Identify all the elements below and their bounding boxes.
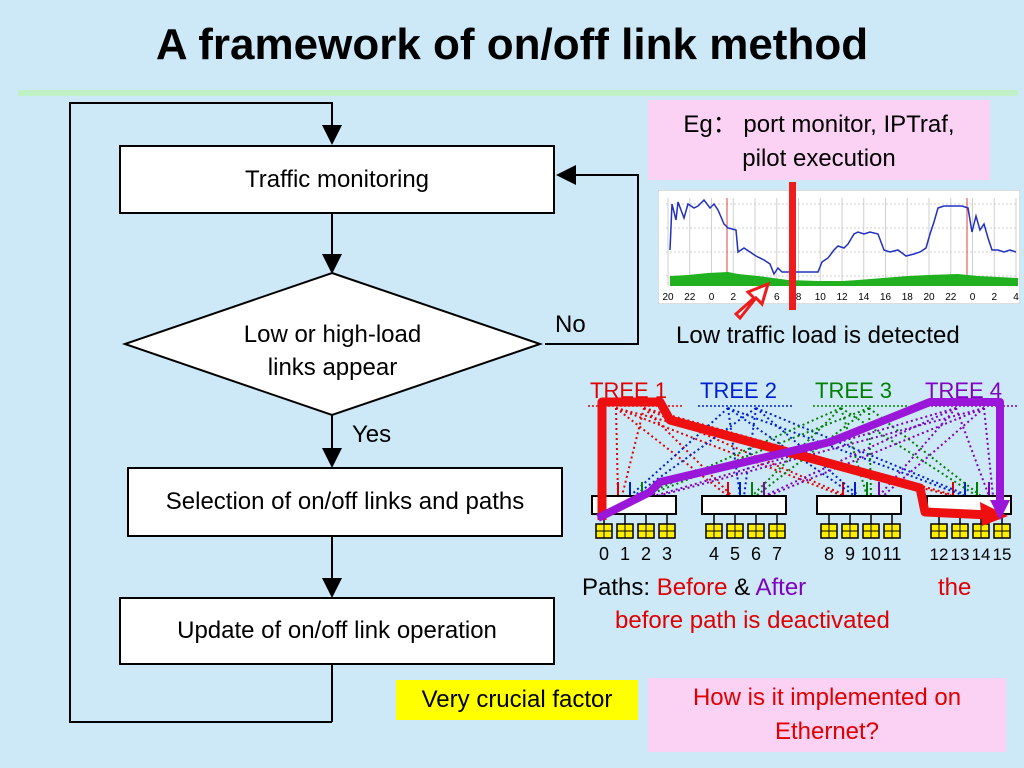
decision-label: Low or high-load links appear xyxy=(243,321,422,381)
before-path-arrowhead xyxy=(980,502,1008,526)
graph-tick-label: 16 xyxy=(880,292,892,303)
tree-label: TREE 3 xyxy=(815,378,892,403)
port-number-label: 3 xyxy=(662,544,672,564)
before-path xyxy=(597,397,991,520)
traffic-area xyxy=(670,272,1018,286)
deactivated-label: before path is deactivated xyxy=(615,607,890,634)
graph-tick-label: 2 xyxy=(991,292,997,303)
traffic-monitoring-box: Traffic monitoring xyxy=(119,145,555,214)
detection-marker xyxy=(733,182,796,320)
graph-tick-label: 22 xyxy=(684,292,696,303)
update-box: Update of on/off link operation xyxy=(119,597,555,665)
port-number-label: 14 xyxy=(972,545,991,564)
graph-tick-label: 20 xyxy=(923,292,935,303)
port-number-label: 7 xyxy=(772,544,782,564)
edge-switch xyxy=(816,495,902,515)
page-title: A framework of on/off link method xyxy=(155,20,869,69)
port-number-label: 10 xyxy=(861,544,881,564)
ethernet-question-callout: How is it implemented on Ethernet? xyxy=(648,678,1006,752)
graph-tick-label: 4 xyxy=(1013,292,1019,303)
title-divider xyxy=(18,90,1018,96)
graph-tick-label: 6 xyxy=(774,292,780,303)
after-path-arrowhead xyxy=(990,500,1010,520)
graph-tick-label: 18 xyxy=(902,292,914,303)
port-number-label: 13 xyxy=(951,545,970,564)
graph-tick-label: 20 xyxy=(662,292,674,303)
crucial-factor-badge: Very crucial factor xyxy=(396,680,638,720)
port-number-label: 0 xyxy=(599,544,609,564)
port-number-label: 4 xyxy=(709,544,719,564)
port-number-label: 2 xyxy=(641,544,651,564)
traffic-graph: 20220246810121416182022024 xyxy=(658,190,1020,304)
tree-label: TREE 2 xyxy=(700,378,777,403)
port-number-label: 6 xyxy=(751,544,761,564)
port-number-label: 5 xyxy=(730,544,740,564)
the-label: the xyxy=(938,574,972,601)
no-branch-line xyxy=(545,165,639,345)
port-number-label: 9 xyxy=(845,544,855,564)
graph-tick-label: 14 xyxy=(858,292,870,303)
port-number-label: 11 xyxy=(883,544,902,564)
graph-tick-label: 10 xyxy=(815,292,827,303)
port-number-label: 1 xyxy=(620,544,630,564)
traffic-line xyxy=(669,198,1017,276)
example-tools-callout: Eg： port monitor, IPTraf, pilot executio… xyxy=(648,100,990,180)
edge-switch xyxy=(701,495,787,515)
port-number-label: 8 xyxy=(824,544,834,564)
selection-label: Selection of on/off links and paths xyxy=(165,488,525,515)
graph-tick-label: 22 xyxy=(945,292,957,303)
graph-tick-label: 12 xyxy=(836,292,848,303)
graph-tick-label: 0 xyxy=(970,292,976,303)
update-label: Update of on/off link operation xyxy=(177,617,497,644)
before-label: Before xyxy=(656,574,728,601)
hollow-arrow-icon xyxy=(733,281,771,320)
selection-box: Selection of on/off links and paths xyxy=(127,467,563,537)
after-label: After xyxy=(755,574,807,601)
paths-legend: Paths: Before & After xyxy=(582,574,807,601)
graph-tick-label: 2 xyxy=(730,292,736,303)
no-label: No xyxy=(555,311,586,338)
port-number-label: 15 xyxy=(993,545,1012,564)
graph-tick-label: 0 xyxy=(709,292,715,303)
traffic-monitoring-label: Traffic monitoring xyxy=(244,165,430,193)
loop-back-line xyxy=(69,102,342,723)
graph-tick-label: 8 xyxy=(796,292,802,303)
after-path xyxy=(596,398,1004,522)
yes-label: Yes xyxy=(352,421,392,448)
port-number-label: 12 xyxy=(930,545,949,564)
low-traffic-label: Low traffic load is detected xyxy=(676,322,960,349)
